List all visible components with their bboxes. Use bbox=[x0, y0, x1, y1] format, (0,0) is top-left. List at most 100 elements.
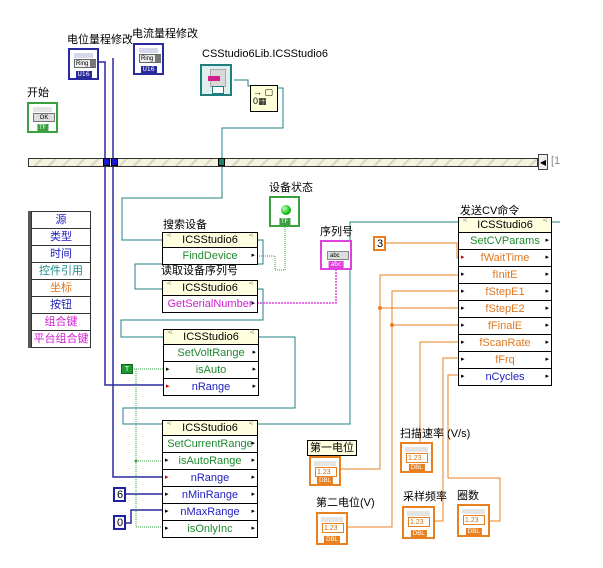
index-text: 0 bbox=[253, 96, 259, 106]
wire-ref-5 bbox=[257, 221, 459, 425]
wire-max-range bbox=[126, 509, 163, 524]
open-automation-node[interactable]: → ▢ 0▦ bbox=[250, 85, 278, 112]
param-f-scan-rate[interactable]: fScanRate bbox=[479, 337, 531, 349]
dropdown-arrow-icon bbox=[90, 60, 96, 67]
max-range-constant[interactable]: 0 bbox=[113, 515, 126, 530]
current-tunnel bbox=[111, 158, 118, 166]
param-f-frq[interactable]: fFrq bbox=[495, 354, 515, 366]
dbl-tag: DBL bbox=[316, 477, 334, 484]
param-n-min-range[interactable]: nMinRange bbox=[181, 489, 239, 501]
wire-voltage-range bbox=[98, 61, 163, 386]
method-get-serial[interactable]: GetSerialNumber bbox=[167, 298, 253, 310]
param-is-auto-range[interactable]: isAutoRange bbox=[178, 455, 242, 467]
ref-out-icon: ▫⁞ bbox=[249, 233, 253, 239]
tf-tag: TF bbox=[278, 218, 291, 225]
first-potential-terminal[interactable]: 1.23 DBL bbox=[309, 456, 341, 486]
wait-time-constant[interactable]: 3 bbox=[373, 236, 386, 251]
ref-out-icon: ▫⁞ bbox=[543, 218, 547, 224]
set-volt-range-node[interactable]: ▫⁞ICSStudio6▫⁞ SetVoltRange▸ ▸isAuto▸ ▸n… bbox=[163, 329, 259, 396]
cycles-terminal[interactable]: 1.23 DBL bbox=[457, 504, 490, 537]
voltage-tunnel bbox=[103, 158, 110, 166]
method-set-cv-params[interactable]: SetCVParams bbox=[470, 235, 540, 247]
node-class: ICSStudio6 bbox=[477, 219, 533, 231]
start-button-terminal[interactable]: OK TF bbox=[27, 102, 58, 133]
param-f-step-e2[interactable]: fStepE2 bbox=[485, 303, 525, 315]
legend-item: 坐标 bbox=[31, 280, 91, 297]
led-icon bbox=[281, 205, 291, 215]
legend-item: 时间 bbox=[31, 246, 91, 263]
param-n-range[interactable]: nRange bbox=[191, 381, 231, 393]
legend-item: 源 bbox=[31, 211, 91, 229]
method-find-device[interactable]: FindDevice bbox=[182, 250, 238, 262]
param-f-wait-time[interactable]: fWaitTime bbox=[480, 252, 530, 264]
voltage-ring-terminal[interactable]: Ring U16 bbox=[68, 48, 99, 80]
find-device-node[interactable]: ▫⁞ICSStudio6▫⁞ FindDevice▸ bbox=[162, 232, 258, 265]
param-n-max-range[interactable]: nMaxRange bbox=[180, 506, 240, 518]
ref-in-icon: ▫⁞ bbox=[463, 218, 467, 224]
get-serial-node[interactable]: ▫⁞ICSStudio6▫⁞ GetSerialNumber▸ bbox=[162, 280, 258, 313]
refnum-control[interactable] bbox=[200, 64, 232, 96]
set-cv-params-node[interactable]: ▫⁞ICSStudio6▫⁞ SetCVParams▸ ▸fWaitTime▸ … bbox=[458, 217, 552, 386]
legend-item: 组合键 bbox=[31, 314, 91, 331]
set-current-range-node[interactable]: ▫⁞ICSStudio6▫⁞ SetCurrentRange▸ ▸isAutoR… bbox=[162, 420, 258, 538]
legend-list: 源 类型 时间 控件引用 坐标 按钮 组合键 平台组合键 bbox=[28, 211, 91, 348]
ref-in-icon: ▫⁞ bbox=[167, 421, 171, 427]
read-serial-label: 读取设备序列号 bbox=[161, 265, 238, 277]
search-device-label: 搜索设备 bbox=[163, 219, 207, 231]
node-class: ICSStudio6 bbox=[182, 234, 238, 246]
first-potential-label: 第一电位 bbox=[307, 440, 357, 456]
param-f-init-e[interactable]: fInitE bbox=[492, 269, 518, 281]
legend-item: 按钮 bbox=[31, 297, 91, 314]
ref-in-icon: ▫⁞ bbox=[168, 330, 172, 336]
current-ring-terminal[interactable]: Ring U16 bbox=[133, 43, 164, 75]
scan-rate-terminal[interactable]: 1.23 DBL bbox=[400, 442, 433, 473]
second-potential-terminal[interactable]: 1.23 DBL bbox=[316, 512, 348, 545]
box-icon: ▢ bbox=[264, 87, 274, 97]
dbl-tag: DBL bbox=[410, 530, 427, 537]
param-n-cycles[interactable]: nCycles bbox=[485, 371, 525, 383]
ref-out-icon: ▫⁞ bbox=[249, 421, 253, 427]
legend-item: 类型 bbox=[31, 229, 91, 246]
legend-item: 控件引用 bbox=[31, 263, 91, 280]
ok-button[interactable]: OK bbox=[33, 113, 55, 122]
wire-current-range bbox=[112, 58, 163, 478]
ref-out-icon: ▫⁞ bbox=[250, 330, 254, 336]
current-range-label: 电流量程修改 bbox=[132, 28, 198, 40]
node-class: ICSStudio6 bbox=[183, 331, 239, 343]
param-f-step-e1[interactable]: fStepE1 bbox=[485, 286, 525, 298]
dbl-tag: DBL bbox=[323, 536, 341, 543]
method-set-volt-range[interactable]: SetVoltRange bbox=[177, 347, 245, 359]
sample-freq-terminal[interactable]: 1.23 DBL bbox=[402, 506, 435, 539]
param-n-range[interactable]: nRange bbox=[190, 472, 230, 484]
cycles-label: 圈数 bbox=[457, 490, 479, 502]
sequence-selector-label: [1 bbox=[551, 155, 561, 167]
tf-tag: TF bbox=[36, 124, 49, 131]
dbl-tag: DBL bbox=[465, 528, 482, 535]
arrow-icon: → bbox=[253, 87, 262, 97]
ref-in-icon: ▫⁞ bbox=[167, 233, 171, 239]
true-constant[interactable]: T bbox=[121, 364, 133, 374]
abc-tag: abc bbox=[328, 261, 344, 268]
dbl-value: 1.23 bbox=[322, 523, 344, 533]
voltage-range-label: 电位量程修改 bbox=[67, 34, 133, 46]
sequence-selector[interactable]: ◀ bbox=[538, 154, 548, 170]
window-icon: ▦ bbox=[258, 96, 267, 106]
param-f-final-e[interactable]: fFinalE bbox=[487, 320, 523, 332]
param-is-auto[interactable]: isAuto bbox=[195, 364, 227, 376]
min-range-constant[interactable]: 6 bbox=[113, 487, 126, 502]
send-cv-label: 发送CV命令 bbox=[460, 205, 520, 217]
method-set-current-range[interactable]: SetCurrentRange bbox=[167, 438, 253, 450]
param-is-only-inc[interactable]: isOnlyInc bbox=[187, 523, 233, 535]
dbl-tag: DBL bbox=[408, 464, 425, 471]
u16-tag: U16 bbox=[75, 71, 92, 78]
legend-item: 平台组合键 bbox=[31, 331, 91, 348]
wire-refnum bbox=[234, 79, 250, 87]
serial-indicator-terminal[interactable]: abc abc bbox=[320, 240, 352, 270]
status-led-terminal[interactable]: TF bbox=[269, 196, 300, 227]
wire-serial bbox=[257, 270, 337, 304]
node-class: ICSStudio6 bbox=[182, 282, 238, 294]
sample-freq-label: 采样频率 bbox=[403, 491, 447, 503]
dbl-value: 1.23 bbox=[406, 453, 428, 463]
wire-wait-time bbox=[386, 242, 459, 259]
dbl-value: 1.23 bbox=[463, 515, 485, 525]
